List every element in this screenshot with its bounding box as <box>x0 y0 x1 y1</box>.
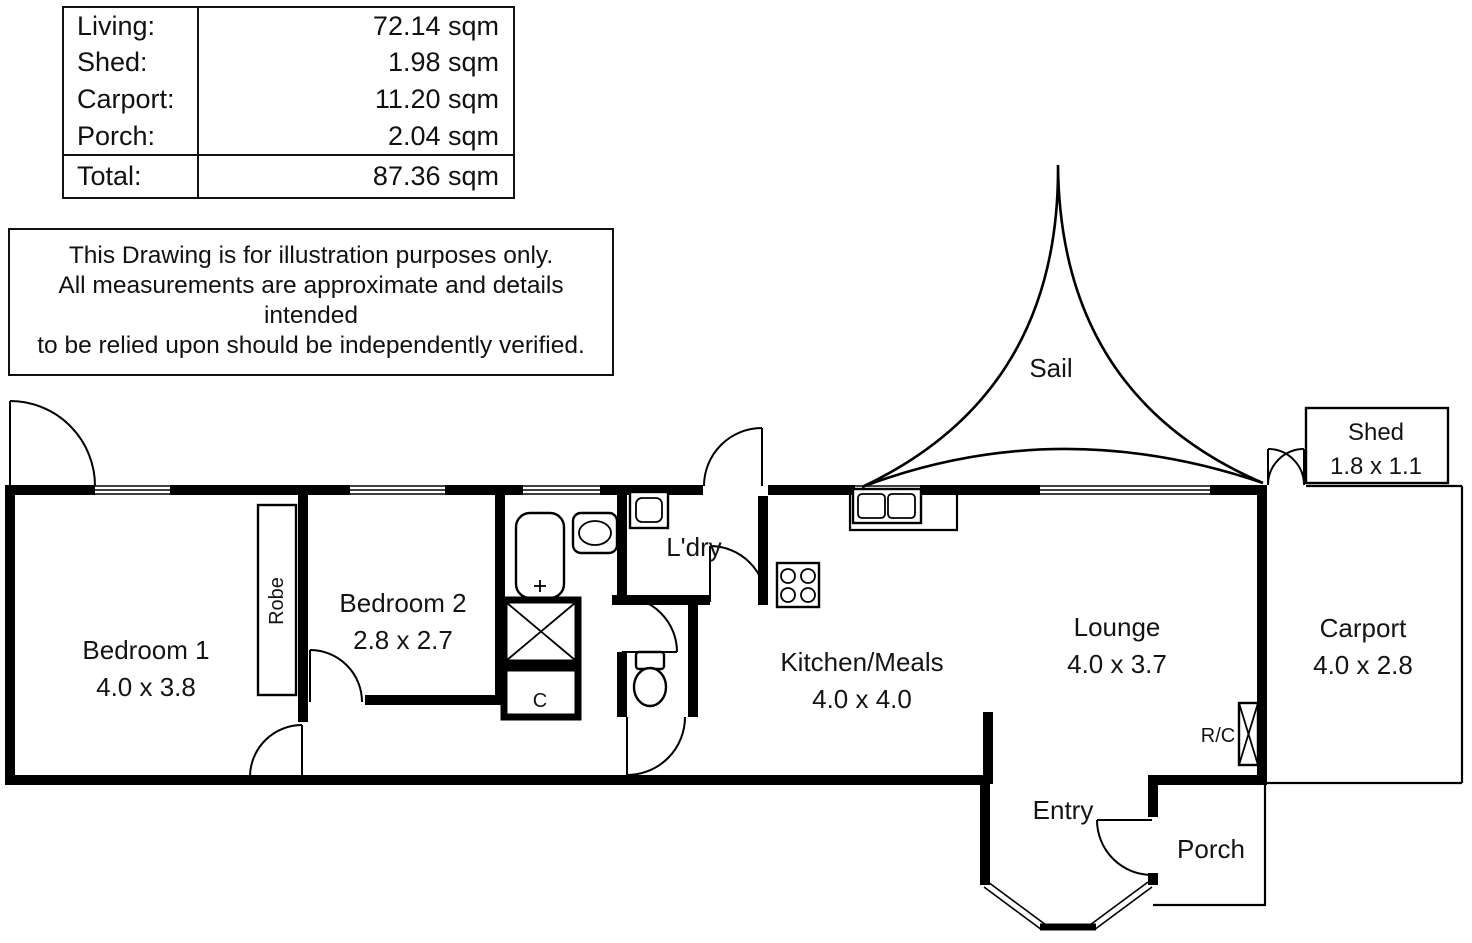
shower-symbol <box>500 596 582 667</box>
laundry-label: L'dry <box>666 532 722 562</box>
lounge-label: Lounge <box>1074 612 1161 642</box>
shade-sail <box>861 164 1264 489</box>
interior-walls <box>298 485 1158 885</box>
stove-symbol <box>775 561 821 609</box>
area-row-label: Porch: <box>64 117 199 155</box>
area-row-label: Shed: <box>64 44 199 82</box>
disclaimer-line: All measurements are approximate and det… <box>58 272 564 329</box>
exterior-walls <box>5 485 1267 785</box>
disclaimer-box: This Drawing is for illustration purpose… <box>8 228 614 376</box>
shed-dims: 1.8 x 1.1 <box>1330 453 1422 480</box>
carport-dims: 4.0 x 2.8 <box>1313 650 1413 680</box>
kitchen-bench <box>848 490 959 532</box>
bedroom2-label: Bedroom 2 <box>339 588 466 618</box>
area-row-living: Living: 72.14 sqm <box>64 8 513 45</box>
sail-label: Sail <box>1029 353 1072 383</box>
porch-label: Porch <box>1177 834 1245 864</box>
bathtub-symbol <box>514 511 566 600</box>
toilet-symbol <box>632 650 668 708</box>
kitchen-dims: 4.0 x 4.0 <box>812 684 912 714</box>
kitchen-label: Kitchen/Meals <box>780 647 943 677</box>
area-row-carport: Carport: 11.20 sqm <box>64 81 513 118</box>
robe-label: Robe <box>266 577 288 625</box>
bedroom1-label: Bedroom 1 <box>82 635 209 665</box>
cupboard-box <box>500 664 582 721</box>
entry-bay <box>983 881 1153 931</box>
area-row-value: 72.14 sqm <box>372 10 499 41</box>
area-row-label: Total: <box>64 156 199 198</box>
area-row-label: Carport: <box>64 81 199 118</box>
room-labels: Bedroom 1 4.0 x 3.8 Bedroom 2 2.8 x 2.7 … <box>82 353 1422 864</box>
bedroom2-dims: 2.8 x 2.7 <box>353 625 453 655</box>
area-row-value: 87.36 sqm <box>372 161 499 192</box>
shed-outline <box>1304 406 1450 485</box>
entry-label: Entry <box>1033 795 1094 825</box>
cupboard-label: C <box>533 690 547 712</box>
lounge-dims: 4.0 x 3.7 <box>1067 649 1167 679</box>
carport-outline <box>1266 484 1464 785</box>
kitchen-sink-symbol <box>851 487 923 525</box>
area-row-porch: Porch: 2.04 sqm <box>64 117 513 155</box>
shed-label: Shed <box>1348 419 1404 446</box>
area-row-value: 1.98 sqm <box>387 47 499 78</box>
area-row-shed: Shed: 1.98 sqm <box>64 44 513 82</box>
disclaimer-line: This Drawing is for illustration purpose… <box>68 242 554 269</box>
rc-unit-symbol <box>1237 701 1260 767</box>
carport-label: Carport <box>1320 613 1407 643</box>
disclaimer-line: to be relied upon should be independentl… <box>37 332 585 359</box>
area-row-label: Living: <box>64 8 199 45</box>
robe-closet <box>256 503 298 697</box>
area-table: Living: 72.14 sqm Shed: 1.98 sqm Carport… <box>62 6 515 200</box>
area-row-total: Total: 87.36 sqm <box>64 154 513 198</box>
door-arcs <box>9 400 1305 876</box>
area-row-value: 2.04 sqm <box>387 120 499 151</box>
laundry-trough-symbol <box>628 490 670 530</box>
vanity-basin-symbol <box>571 511 619 555</box>
rc-label: R/C <box>1201 725 1235 747</box>
area-row-value: 11.20 sqm <box>374 83 499 114</box>
porch-outline <box>1153 785 1267 907</box>
bedroom1-dims: 4.0 x 3.8 <box>96 672 196 702</box>
